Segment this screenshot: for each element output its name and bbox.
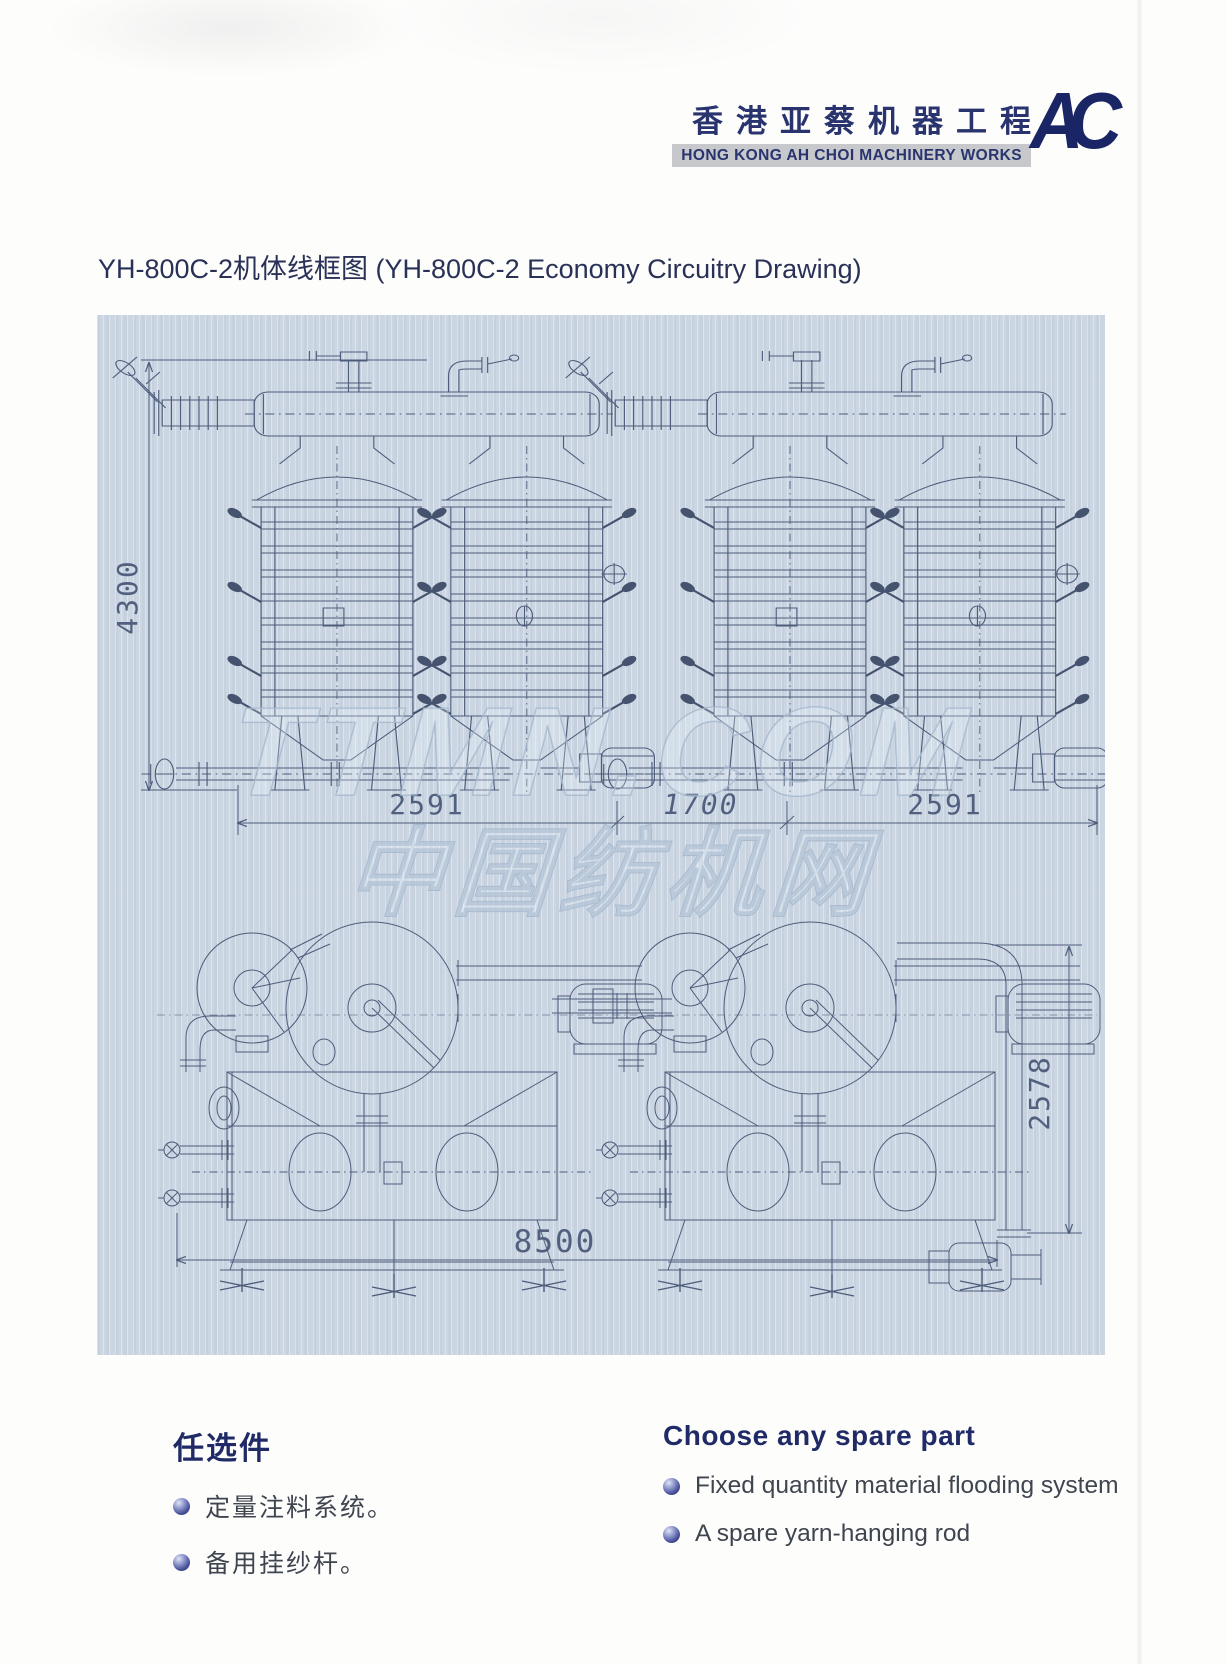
- drawing-panel: 4300 2591 1700 2591: [97, 315, 1105, 1355]
- watermark-line1: TTMN.COM: [227, 681, 980, 822]
- option-label: Fixed quantity material flooding system: [695, 1472, 1119, 1499]
- plan-view: [157, 922, 1100, 1298]
- dim-machine-width-right: 2591: [907, 788, 982, 821]
- option-label: 定量注料系统。: [205, 1494, 395, 1522]
- bullet-sphere-icon: [173, 1497, 190, 1515]
- dimension-widths: 2591 1700 2591: [238, 785, 1097, 835]
- bullet-sphere-icon: [663, 1525, 680, 1543]
- options-heading-cn: 任选件: [173, 1431, 272, 1466]
- options-section-cn: 任选件 定量注料系统。 备用挂纱杆。: [173, 1423, 394, 1580]
- options-heading-en: Choose any spare part: [663, 1420, 976, 1451]
- option-label: A spare yarn-hanging rod: [695, 1520, 971, 1547]
- dim-overall-height: 4300: [111, 559, 144, 634]
- page-title: YH-800C-2机体线框图 (YH-800C-2 Economy Circui…: [98, 254, 862, 284]
- brand-name-chinese: 香港亚蔡机器工程: [692, 104, 1044, 139]
- dim-plan-depth: 2578: [1023, 1055, 1056, 1130]
- dim-overall-length: 8500: [514, 1224, 597, 1260]
- dim-machine-width-left: 2591: [389, 788, 464, 821]
- dimension-height: 4300: [111, 359, 427, 790]
- list-item: 备用挂纱杆。: [173, 1544, 394, 1580]
- watermark-line2: 中国纺机网: [344, 821, 884, 928]
- options-section-en: Choose any spare part Fixed quantity mat…: [663, 1420, 1119, 1548]
- list-item: 定量注料系统。: [173, 1488, 394, 1524]
- bullet-sphere-icon: [173, 1553, 190, 1571]
- list-item: Fixed quantity material flooding system: [663, 1472, 1119, 1500]
- dim-center-gap: 1700: [660, 788, 741, 821]
- brand-header: 香港亚蔡机器工程 HONG KONG AH CHOI MACHINERY WOR…: [672, 96, 1031, 167]
- ac-logo: AC: [1030, 75, 1122, 166]
- technical-drawing: 4300 2591 1700 2591: [111, 315, 1105, 1355]
- option-label: 备用挂纱杆。: [205, 1550, 368, 1578]
- paper-crease: [1136, 0, 1143, 1664]
- dimension-depth: 2578: [992, 944, 1082, 1233]
- brand-name-english: HONG KONG AH CHOI MACHINERY WORKS: [672, 144, 1031, 167]
- list-item: A spare yarn-hanging rod: [663, 1520, 1119, 1548]
- watermark: TTMN.COM 中国纺机网: [226, 680, 980, 928]
- dimension-length: 8500: [177, 1213, 997, 1267]
- bullet-sphere-icon: [663, 1477, 680, 1495]
